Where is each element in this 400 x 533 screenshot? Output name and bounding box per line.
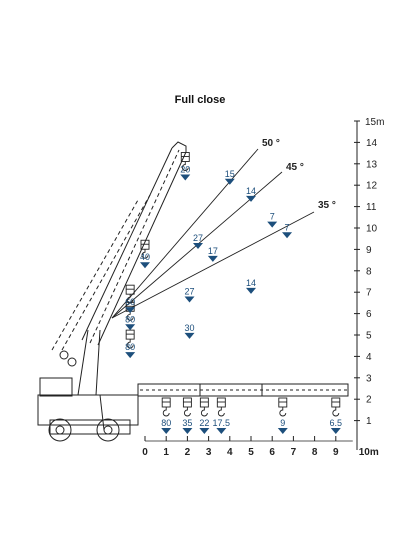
crane-chassis: [37, 394, 139, 426]
load-marker: [267, 221, 278, 228]
x-unit-label: 10m: [359, 447, 379, 458]
y-unit-label: 15m: [365, 117, 384, 128]
load-marker: [216, 428, 227, 434]
load-value: 17: [208, 246, 218, 256]
angle-label: 50 °: [262, 138, 280, 149]
hook-icon: [125, 284, 135, 304]
x-tick-label: 4: [227, 447, 233, 458]
load-marker: [182, 428, 193, 434]
load-marker: [140, 262, 150, 269]
y-tick-label: 11: [366, 202, 377, 213]
chart-title: Full close: [174, 94, 226, 106]
load-points: 20 15 14 77 27 17 40 27 14 60 80 30 80 80 35 22 17.5 9 6.5: [125, 165, 343, 434]
y-tick-label: 12: [366, 181, 378, 192]
load-value: 15: [225, 169, 235, 179]
load-marker: [224, 178, 235, 185]
load-marker: [207, 255, 218, 262]
load-marker: [161, 428, 172, 434]
hook-icon: [278, 397, 288, 417]
rear-wheel-icon: [96, 418, 120, 442]
load-marker: [125, 324, 136, 331]
y-tick-label: 5: [366, 331, 372, 342]
load-marker: [193, 242, 203, 249]
load-marker: [184, 332, 195, 339]
raised-boom: [81, 147, 173, 341]
x-tick-label: 8: [312, 447, 318, 458]
ground-load-value: 9: [280, 418, 285, 428]
crane-cab: [39, 377, 73, 397]
load-marker: [199, 428, 210, 434]
x-tick-label: 6: [269, 447, 275, 458]
hook-icons: [125, 152, 341, 417]
crane-chassis-lower: [49, 419, 131, 435]
load-value: 60: [125, 297, 135, 307]
horizontal-boom: [137, 383, 349, 397]
front-wheel-icon: [48, 418, 72, 442]
y-tick-label: 9: [366, 245, 372, 256]
x-tick-label: 9: [333, 447, 339, 458]
hook-icon: [140, 239, 150, 259]
x-axis: 0 1 2 3 4 5 6 7 8 9 10m: [142, 436, 379, 458]
ground-load-value: 17.5: [213, 418, 231, 428]
load-value: 14: [246, 186, 256, 196]
load-marker: [184, 296, 195, 303]
load-value: 27: [193, 233, 203, 243]
load-value: 30: [185, 323, 195, 333]
y-tick-label: 1: [366, 416, 372, 427]
load-marker: [125, 352, 136, 359]
x-tick-label: 5: [248, 447, 254, 458]
load-value: 7: [285, 222, 290, 232]
angle-line: [111, 148, 259, 319]
y-tick-label: 13: [366, 159, 378, 170]
load-marker: [180, 174, 191, 181]
x-tick-label: 2: [185, 447, 191, 458]
y-tick-label: 14: [366, 138, 378, 149]
load-marker: [282, 232, 293, 239]
hook-icon: [180, 152, 190, 171]
angle-lines: 50 ° 45 ° 35 °: [111, 138, 336, 319]
load-value: 14: [246, 278, 256, 288]
y-tick-label: 4: [366, 352, 372, 363]
load-marker: [246, 195, 256, 202]
angle-label: 35 °: [318, 200, 336, 211]
x-tick-label: 7: [291, 447, 297, 458]
hook-icon: [216, 397, 226, 417]
hook-icon: [331, 397, 341, 417]
load-value: 80: [125, 314, 135, 324]
y-tick-label: 2: [366, 395, 372, 406]
crane-drawing: [37, 141, 349, 442]
load-value: 27: [185, 286, 195, 296]
y-tick-label: 7: [366, 288, 372, 299]
ground-load-value: 80: [161, 418, 171, 428]
ground-load-value: 35: [182, 418, 192, 428]
y-tick-label: 8: [366, 266, 372, 277]
hook-icon: [199, 397, 209, 417]
hook-icon: [161, 397, 171, 417]
x-tick-label: 0: [142, 447, 148, 458]
load-marker: [125, 307, 136, 314]
load-marker: [277, 428, 288, 434]
angle-label: 45 °: [286, 162, 304, 173]
ground-load-value: 22: [199, 418, 209, 428]
x-tick-label: 1: [163, 447, 169, 458]
y-tick-label: 10: [366, 224, 378, 235]
load-marker: [246, 287, 256, 294]
load-value: 7: [270, 212, 275, 222]
load-value: 40: [140, 252, 150, 262]
y-tick-label: 6: [366, 309, 372, 320]
angle-line: [111, 211, 315, 319]
load-value: 80: [125, 342, 135, 352]
x-tick-label: 3: [206, 447, 212, 458]
y-tick-label: 3: [366, 373, 372, 384]
ground-load-value: 6.5: [330, 418, 343, 428]
load-marker: [330, 428, 341, 434]
load-value: 20: [180, 165, 190, 175]
hook-icon: [182, 397, 192, 417]
